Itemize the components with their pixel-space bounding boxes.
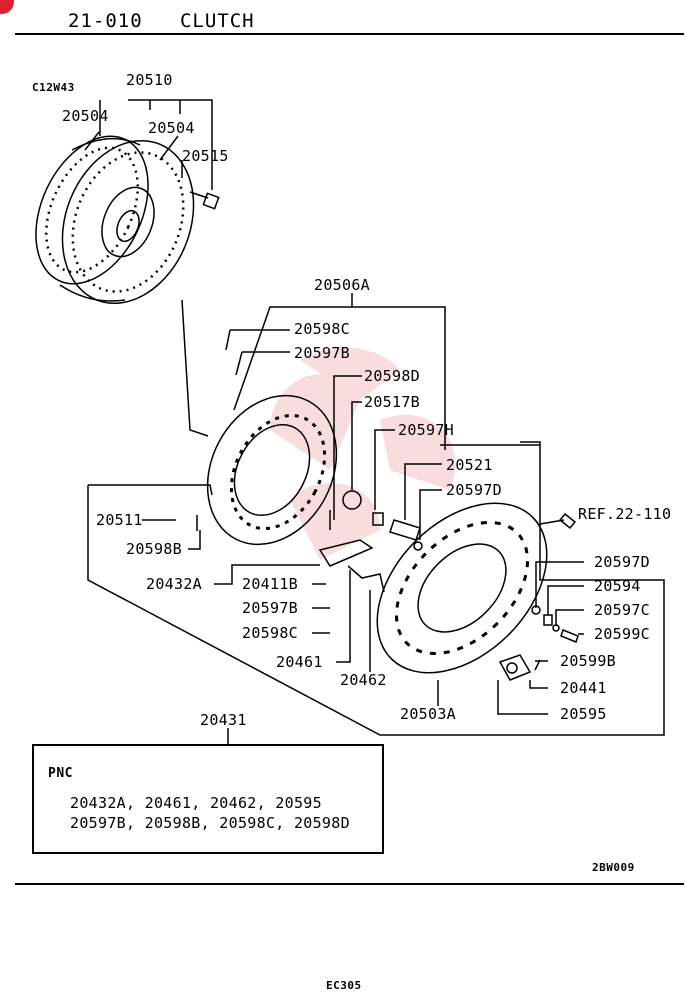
callout-20506A[interactable]: 20506A	[314, 276, 370, 294]
callout-20598C-top[interactable]: 20598C	[294, 320, 350, 338]
bottom-rule	[15, 883, 684, 885]
callout-20597B-top[interactable]: 20597B	[294, 344, 350, 362]
pnc-line-1: 20432A, 20461, 20462, 20595	[70, 794, 322, 812]
callout-20599B[interactable]: 20599B	[560, 652, 616, 670]
pressure-cover	[206, 394, 338, 546]
watermark-logo	[270, 347, 456, 560]
pressure-plate	[376, 502, 548, 674]
callout-20462[interactable]: 20462	[340, 671, 387, 689]
callout-20511[interactable]: 20511	[96, 511, 143, 529]
pnc-heading: PNC	[48, 766, 73, 781]
page-title: 21-010 CLUTCH	[68, 10, 255, 32]
callout-20461[interactable]: 20461	[276, 653, 323, 671]
callout-20503A[interactable]: 20503A	[400, 705, 456, 723]
callout-20597H[interactable]: 20597H	[398, 421, 454, 439]
callout-20521[interactable]: 20521	[446, 456, 493, 474]
diagram-code: 2BW009	[592, 861, 635, 874]
callout-20515[interactable]: 20515	[182, 147, 229, 165]
page-code: EC305	[326, 979, 362, 992]
callout-20597D-upper[interactable]: 20597D	[446, 481, 502, 499]
callout-20599C[interactable]: 20599C	[594, 625, 650, 643]
callout-20598D[interactable]: 20598D	[364, 367, 420, 385]
callout-20597B-lower[interactable]: 20597B	[242, 599, 298, 617]
callout-20517B[interactable]: 20517B	[364, 393, 420, 411]
callout-20432A[interactable]: 20432A	[146, 575, 202, 593]
callout-ref-22-110[interactable]: REF.22-110	[578, 505, 672, 523]
callout-20510[interactable]: 20510	[126, 71, 173, 89]
callout-20431[interactable]: 20431	[200, 711, 247, 729]
disc-rear	[35, 135, 149, 285]
model-code: C12W43	[32, 81, 75, 94]
callout-20504-front[interactable]: 20504	[148, 119, 195, 137]
pnc-box: PNC 20432A, 20461, 20462, 20595 20597B, …	[32, 744, 384, 854]
callout-20598B[interactable]: 20598B	[126, 540, 182, 558]
callout-20504-rear[interactable]: 20504	[62, 107, 109, 125]
callout-20597D-lower[interactable]: 20597D	[594, 553, 650, 571]
pnc-line-2: 20597B, 20598B, 20598C, 20598D	[70, 814, 350, 832]
top-rule	[15, 33, 684, 35]
callout-20441[interactable]: 20441	[560, 679, 607, 697]
callout-20594[interactable]: 20594	[594, 577, 641, 595]
callout-20595[interactable]: 20595	[560, 705, 607, 723]
callout-20597C[interactable]: 20597C	[594, 601, 650, 619]
callout-20598C-lower[interactable]: 20598C	[242, 624, 298, 642]
callout-20411B[interactable]: 20411B	[242, 575, 298, 593]
